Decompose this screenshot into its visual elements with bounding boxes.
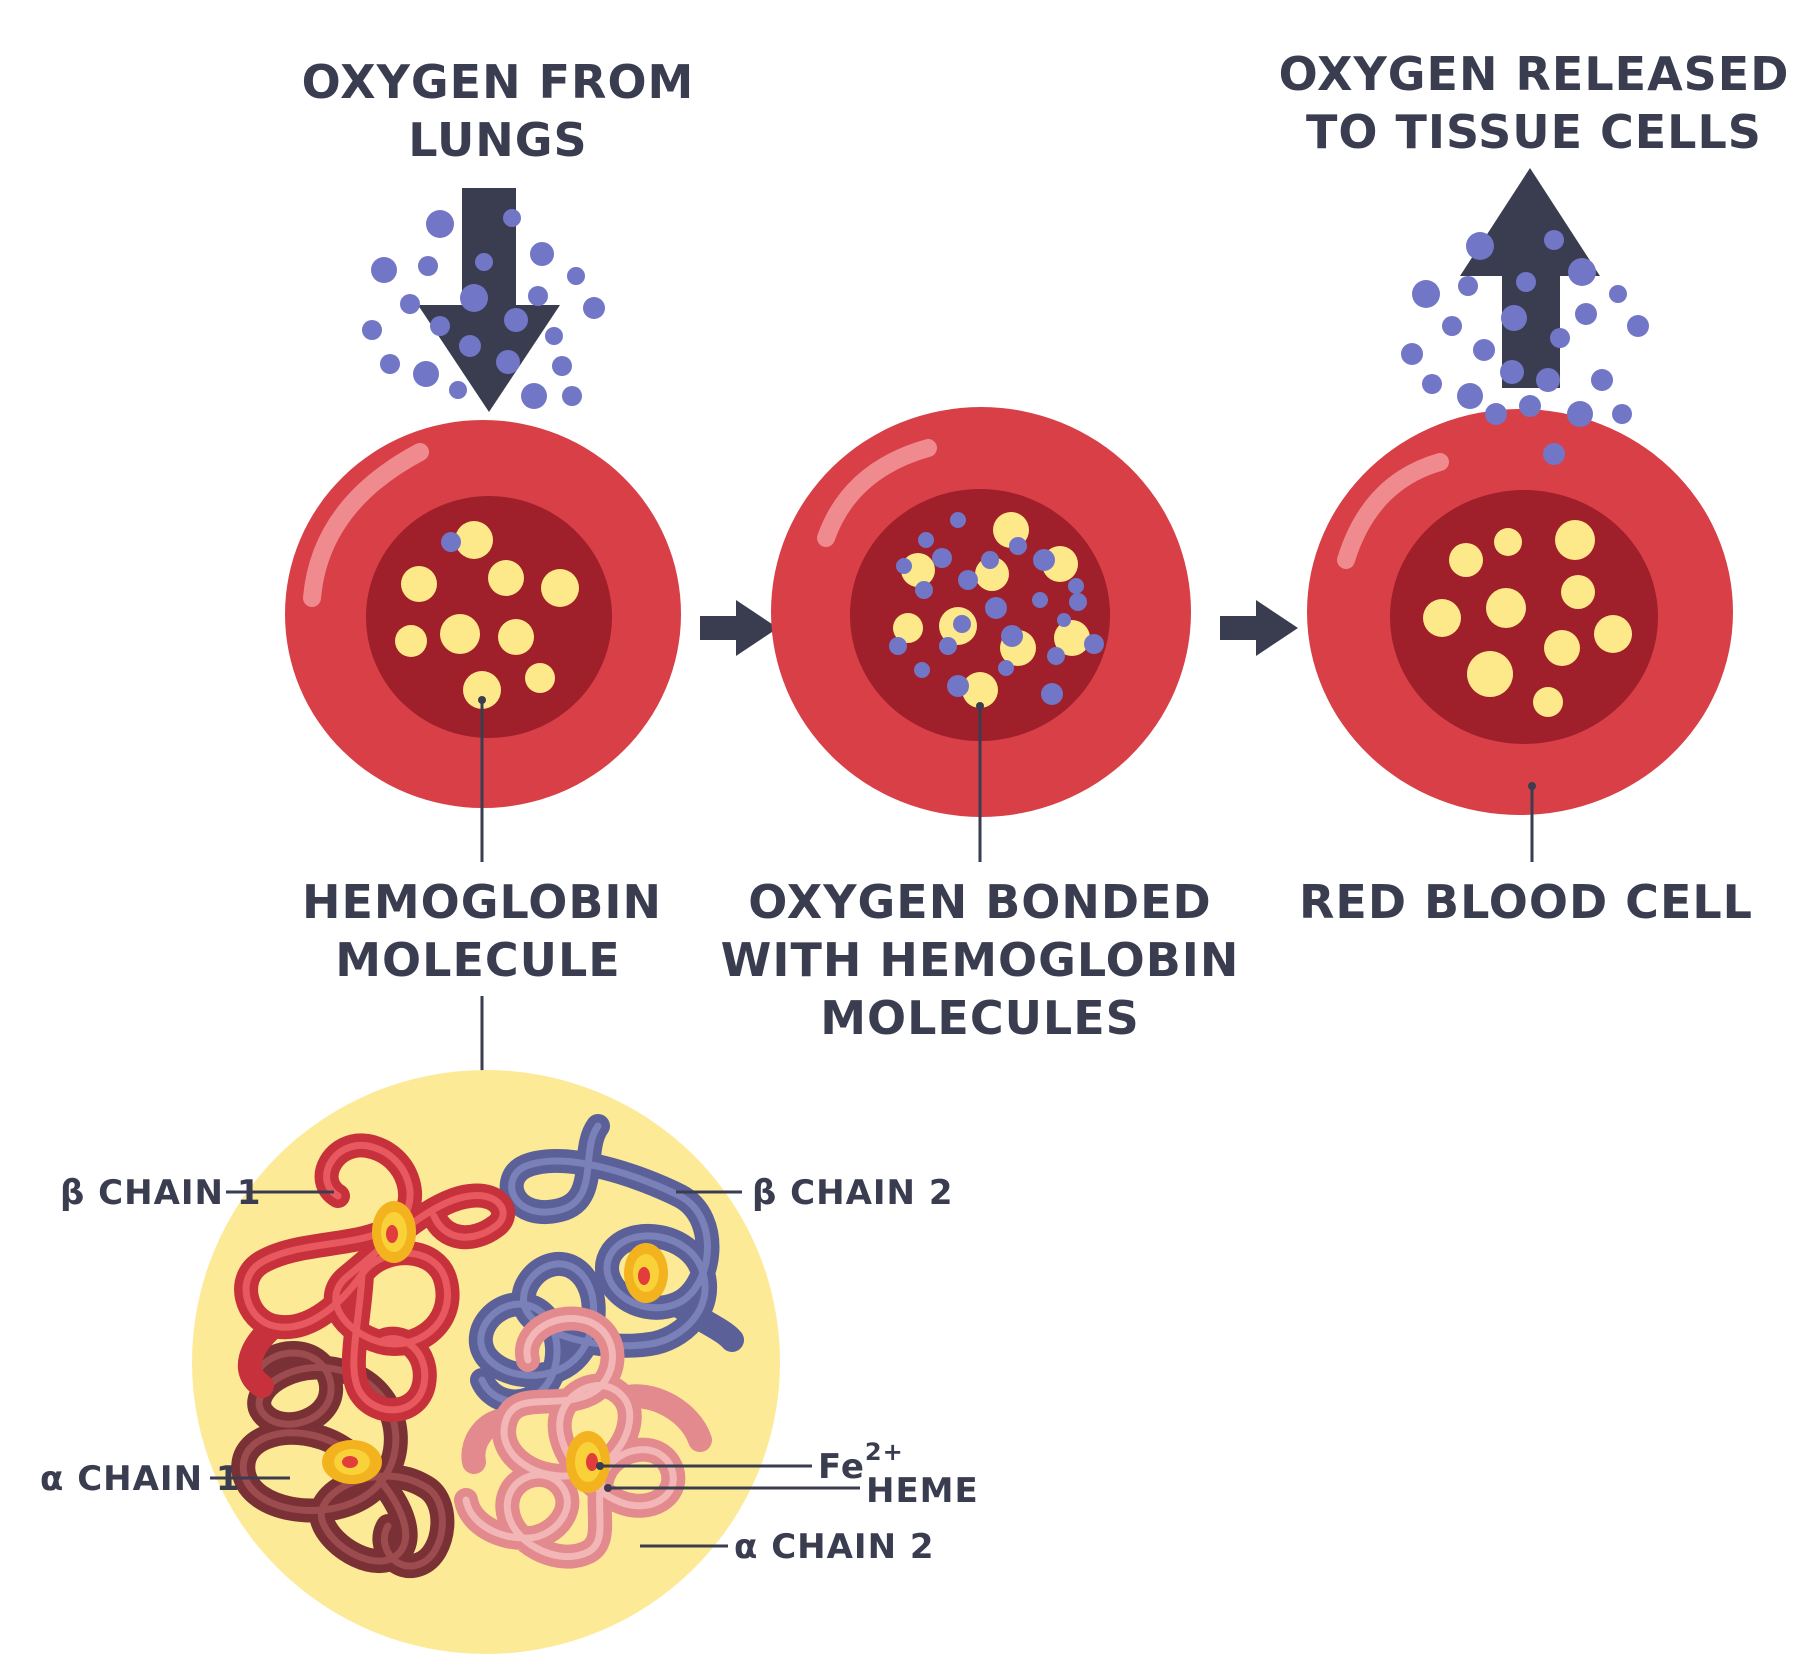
hemoglobin-dots-3 [1423,520,1632,717]
beta-chain-2-label: β CHAIN 2 [752,1173,954,1213]
step-arrow-2 [1220,600,1298,656]
oxygen-particles-in [362,209,605,445]
molecule-leader-lines [210,1190,860,1548]
heme-group-4 [566,1431,610,1493]
bonded-oxygen-dots [889,512,1104,705]
oxygen-from-lungs-label: OXYGEN FROM LUNGS [302,55,695,167]
red-blood-cell-2 [771,407,1191,817]
oxygen-particles-out [1401,230,1649,465]
svg-text:OXYGEN BONDED: OXYGEN BONDED [748,875,1211,929]
oxygen-bonded-label: OXYGEN BONDED WITH HEMOGLOBIN MOLECULES [721,875,1240,1045]
svg-text:OXYGEN FROM: OXYGEN FROM [302,55,695,109]
step-arrow-1 [700,600,778,656]
red-blood-cell-label: RED BLOOD CELL [1299,875,1753,929]
svg-text:MOLECULE: MOLECULE [335,933,620,987]
heme-group-2 [624,1243,668,1303]
hemoglobin-dots-1 [395,521,579,709]
beta-chain-1-label: β CHAIN 1 [60,1173,262,1213]
heme-group-1 [372,1201,416,1263]
molecule-labels: β CHAIN 1 β CHAIN 2 α CHAIN 1 α CHAIN 2 … [40,1173,979,1567]
fe-base: Fe [818,1447,865,1487]
svg-text:OXYGEN RELEASED: OXYGEN RELEASED [1279,47,1790,101]
oxygen-released-label: OXYGEN RELEASED TO TISSUE CELLS [1279,47,1790,159]
red-blood-cell-1 [285,420,681,808]
fe-label: Fe2+ [818,1438,904,1487]
hemoglobin-closeup [192,1070,780,1654]
red-blood-cell-3 [1307,409,1733,815]
alpha-chain-1-label: α CHAIN 1 [40,1459,241,1499]
alpha-chain-2 [454,1306,712,1569]
svg-text:WITH HEMOGLOBIN: WITH HEMOGLOBIN [721,933,1240,987]
svg-text:TO TISSUE CELLS: TO TISSUE CELLS [1306,105,1762,159]
beta-chain-2 [468,1114,744,1414]
alpha-chain-2-label: α CHAIN 2 [734,1527,935,1567]
svg-text:HEMOGLOBIN: HEMOGLOBIN [302,875,662,929]
heme-label: HEME [866,1471,979,1511]
alpha-chain-1 [231,1341,455,1578]
svg-text:RED BLOOD CELL: RED BLOOD CELL [1299,875,1753,929]
hemoglobin-molecule-label: HEMOGLOBIN MOLECULE [302,875,662,987]
fe-superscript: 2+ [865,1438,904,1466]
svg-text:LUNGS: LUNGS [408,113,587,167]
svg-text:MOLECULES: MOLECULES [820,991,1140,1045]
hemoglobin-dots-2 [893,512,1090,708]
heme-group-3 [322,1440,382,1484]
